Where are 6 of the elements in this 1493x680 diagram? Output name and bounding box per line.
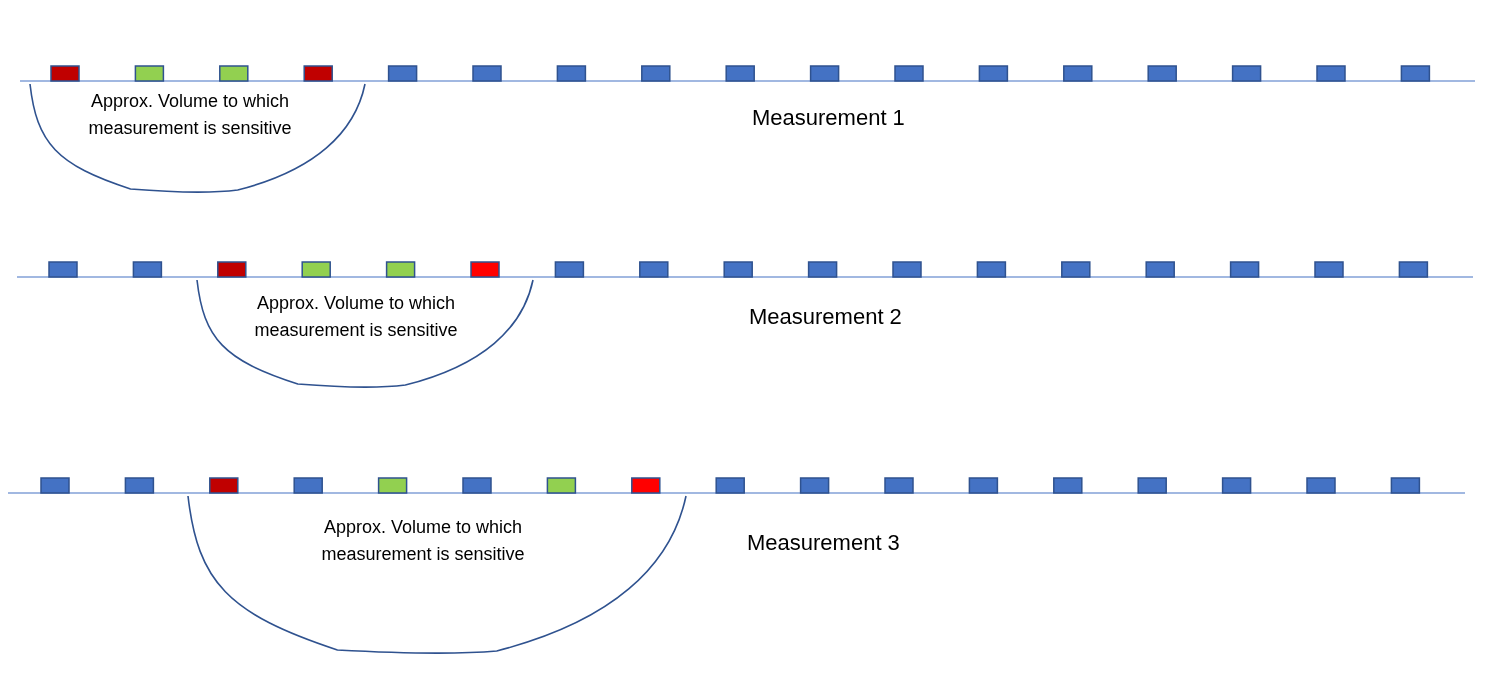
measurement-label: Measurement 1 xyxy=(752,104,905,132)
measurement-label: Measurement 2 xyxy=(749,303,902,331)
measurement-label: Measurement 3 xyxy=(747,529,900,557)
volume-annotation: Approx. Volume to which measurement is sensitive xyxy=(253,292,459,342)
volume-annotation: Approx. Volume to which measurement is sensitive xyxy=(320,516,526,566)
volume-annotation: Approx. Volume to which measurement is sensitive xyxy=(87,90,293,140)
